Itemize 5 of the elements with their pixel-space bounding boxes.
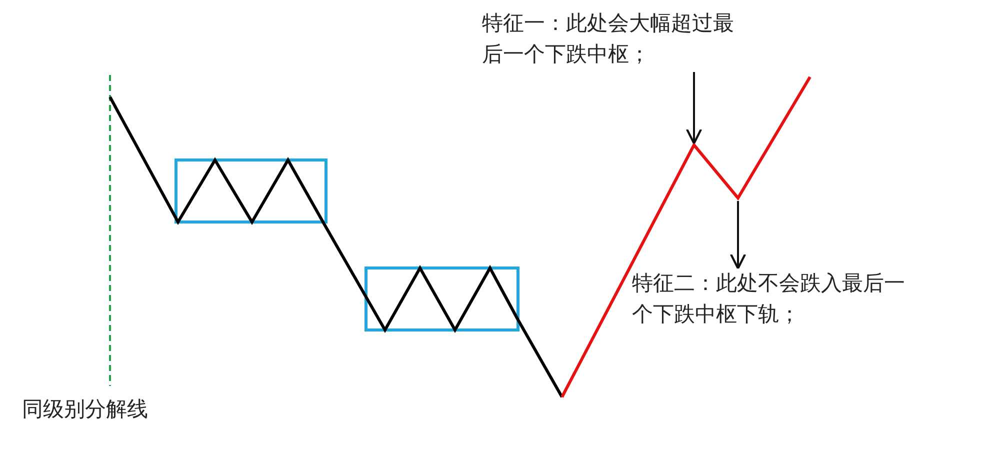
line-label: 同级别分解线 — [22, 396, 148, 423]
annotation-text: 特征二：此处不会跌入最后一个下跌中枢下轨； — [632, 268, 922, 330]
arrow — [686, 72, 702, 144]
arrow — [730, 201, 746, 270]
annotation-text: 特征一：此处会大幅超过最后一个下跌中枢； — [482, 8, 750, 70]
